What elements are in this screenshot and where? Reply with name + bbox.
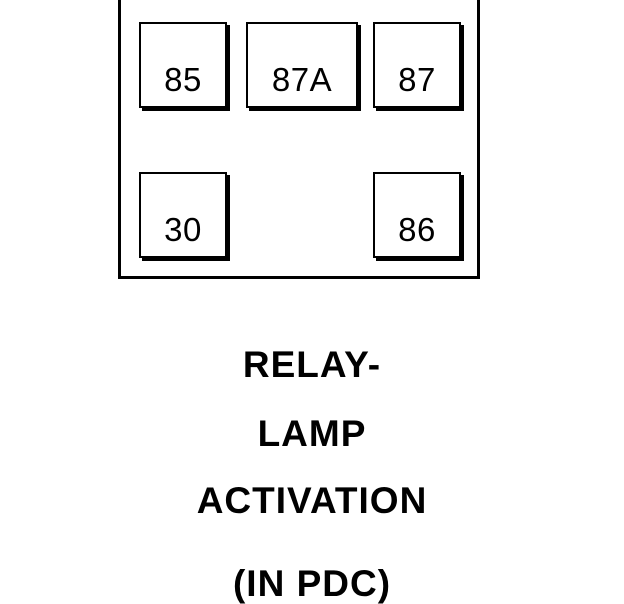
caption-line-3: ACTIVATION — [196, 480, 428, 521]
caption-line-4: (IN PDC) — [232, 563, 392, 604]
pin-85: 85 — [139, 22, 227, 108]
pin-87a-label: 87A — [271, 61, 333, 98]
caption-line-1: RELAY- — [242, 344, 382, 385]
pin-86: 86 — [373, 172, 461, 258]
pin-86-label: 86 — [398, 211, 436, 248]
pin-87-label: 87 — [398, 61, 436, 98]
pin-30: 30 — [139, 172, 227, 258]
pin-85-label: 85 — [164, 61, 202, 98]
pin-30-label: 30 — [164, 211, 202, 248]
caption-line-2: LAMP — [257, 413, 367, 454]
pin-87a: 87A — [246, 22, 358, 108]
pin-87: 87 — [373, 22, 461, 108]
